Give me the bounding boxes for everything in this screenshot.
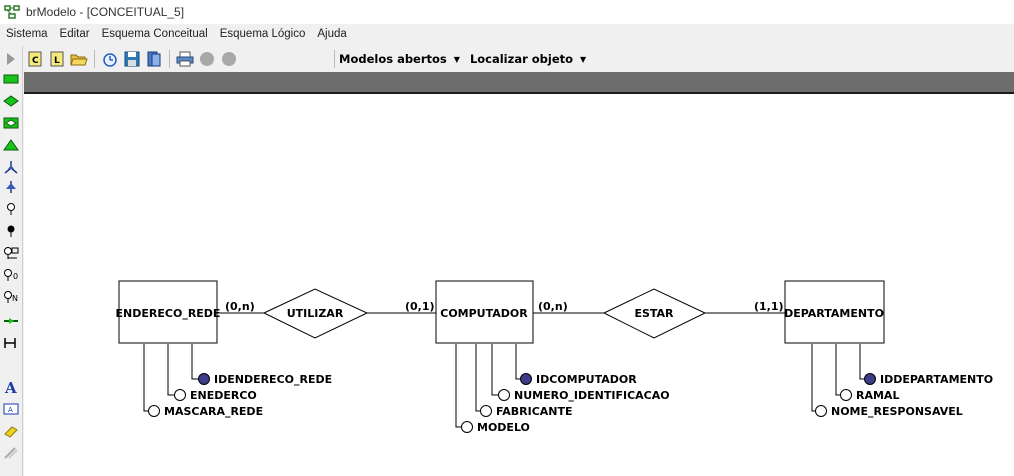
toolbar-separator <box>94 50 95 68</box>
attribute-label: ENEDERCO <box>190 389 257 402</box>
text-tool-icon[interactable]: A <box>2 378 20 396</box>
new-logical-icon[interactable]: L <box>47 49 67 69</box>
attribute-line <box>455 344 466 428</box>
open-models-label: Modelos abertos <box>339 52 447 66</box>
svg-text:A: A <box>8 406 13 414</box>
svg-text:C: C <box>32 56 39 66</box>
eraser-tool-icon[interactable] <box>2 422 20 440</box>
attribute-line <box>835 344 846 396</box>
open-models-dropdown[interactable]: Modelos abertos ▼ <box>339 52 460 66</box>
identifier-attribute-icon[interactable] <box>864 373 876 385</box>
attribute-label: MODELO <box>477 421 530 434</box>
menu-editar[interactable]: Editar <box>59 28 90 40</box>
attribute-icon[interactable] <box>840 389 852 401</box>
associative-entity-tool-icon[interactable] <box>2 114 20 132</box>
cardinality-label: (1,1) <box>754 300 784 313</box>
relationship-estar-label: ESTAR <box>634 307 674 320</box>
optional-attribute-tool-icon[interactable]: 0 <box>2 266 20 284</box>
attribute-label: RAMAL <box>856 389 899 402</box>
entity-computador[interactable] <box>435 280 534 344</box>
disabled-circle-icon <box>219 49 239 69</box>
svg-text:A: A <box>4 379 17 395</box>
menu-esquema-conceitual[interactable]: Esquema Conceitual <box>101 28 208 40</box>
link-tool-icon[interactable] <box>2 312 20 330</box>
attribute-icon[interactable] <box>815 405 827 417</box>
generalization-tool-icon[interactable] <box>2 158 20 176</box>
attribute-label: NUMERO_IDENTIFICACAO <box>514 389 670 402</box>
relationship-utilizar-label: UTILIZAR <box>287 307 344 320</box>
entity-computador-label: COMPUTADOR <box>440 307 528 320</box>
print-icon[interactable] <box>175 49 195 69</box>
attribute-line <box>811 344 822 412</box>
toolbar-separator <box>169 50 170 68</box>
save-icon[interactable] <box>122 49 142 69</box>
cardinality-label: (0,1) <box>405 300 435 313</box>
entity-departamento[interactable] <box>784 280 885 344</box>
menu-sistema[interactable]: Sistema <box>6 28 48 40</box>
attribute-icon[interactable] <box>480 405 492 417</box>
clock-icon[interactable] <box>100 49 120 69</box>
entity-departamento-label: DEPARTAMENTO <box>784 307 884 320</box>
diagram-canvas[interactable]: ENDERECO_REDE COMPUTADOR DEPARTAMENTO UT… <box>24 94 1014 476</box>
left-toolbar: 0 N A A <box>0 46 23 476</box>
entity-endereco-rede[interactable] <box>118 280 218 344</box>
menu-esquema-logico[interactable]: Esquema Lógico <box>219 28 306 40</box>
select-pointer-icon[interactable] <box>2 50 20 68</box>
identifier-attribute-tool-icon[interactable] <box>2 222 20 240</box>
canvas-header <box>24 72 1014 94</box>
composite-attribute-tool-icon[interactable] <box>2 244 20 262</box>
cardinality-label: (0,n) <box>538 300 568 313</box>
attribute-label: IDCOMPUTADOR <box>536 373 637 386</box>
relationship-estar[interactable] <box>602 288 707 339</box>
svg-text:0: 0 <box>13 272 18 281</box>
menu-ajuda[interactable]: Ajuda <box>317 28 347 40</box>
title-bar: brModelo - [CONCEITUAL_5] <box>0 0 1014 24</box>
menu-bar: Sistema Editar Esquema Conceitual Esquem… <box>0 24 1014 44</box>
attribute-label: NOME_RESPONSAVEL <box>831 405 963 418</box>
specialization-tool-icon[interactable] <box>2 136 20 154</box>
svg-text:N: N <box>12 294 18 303</box>
main-toolbar: C L Modelos abertos ▼ Localizar objeto ▼ <box>24 46 1014 73</box>
open-folder-icon[interactable] <box>69 49 89 69</box>
app-logo-icon <box>4 5 20 19</box>
self-relationship-tool-icon[interactable] <box>2 334 20 352</box>
save-all-icon[interactable] <box>144 49 164 69</box>
text-box-tool-icon[interactable]: A <box>2 400 20 418</box>
attribute-line <box>491 344 502 396</box>
attribute-icon[interactable] <box>174 389 186 401</box>
entity-tool-icon[interactable] <box>2 70 20 88</box>
attribute-line <box>475 344 486 412</box>
multivalued-attribute-tool-icon[interactable]: N <box>2 288 20 306</box>
toolbar-separator <box>334 50 335 68</box>
relationship-utilizar[interactable] <box>262 288 369 339</box>
cardinality-label: (0,n) <box>225 300 255 313</box>
er-diagram: ENDERECO_REDE COMPUTADOR DEPARTAMENTO UT… <box>116 280 993 434</box>
window-title: brModelo - [CONCEITUAL_5] <box>26 5 185 19</box>
attribute-icon[interactable] <box>148 405 160 417</box>
disabled-tool-icon <box>2 444 20 462</box>
attribute-line <box>167 344 178 396</box>
generalization-exclusive-tool-icon[interactable] <box>2 178 20 196</box>
relationship-tool-icon[interactable] <box>2 92 20 110</box>
new-conceptual-icon[interactable]: C <box>25 49 45 69</box>
attribute-line <box>143 344 154 412</box>
attribute-label: IDDEPARTAMENTO <box>880 373 993 386</box>
attribute-label: FABRICANTE <box>496 405 573 418</box>
find-object-label: Localizar objeto <box>469 52 574 66</box>
identifier-attribute-icon[interactable] <box>198 373 210 385</box>
entity-endereco-rede-label: ENDERECO_REDE <box>116 307 221 320</box>
attribute-label: IDENDERECO_REDE <box>214 373 332 386</box>
identifier-attribute-icon[interactable] <box>520 373 532 385</box>
attribute-line <box>191 344 202 380</box>
attribute-icon[interactable] <box>498 389 510 401</box>
svg-text:L: L <box>54 56 60 66</box>
disabled-circle-icon <box>197 49 217 69</box>
chevron-down-icon: ▼ <box>453 54 460 64</box>
attribute-tool-icon[interactable] <box>2 200 20 218</box>
find-object-dropdown[interactable]: Localizar objeto ▼ <box>470 52 586 66</box>
chevron-down-icon: ▼ <box>580 54 587 64</box>
attribute-icon[interactable] <box>461 421 473 433</box>
attribute-label: MASCARA_REDE <box>164 405 263 418</box>
